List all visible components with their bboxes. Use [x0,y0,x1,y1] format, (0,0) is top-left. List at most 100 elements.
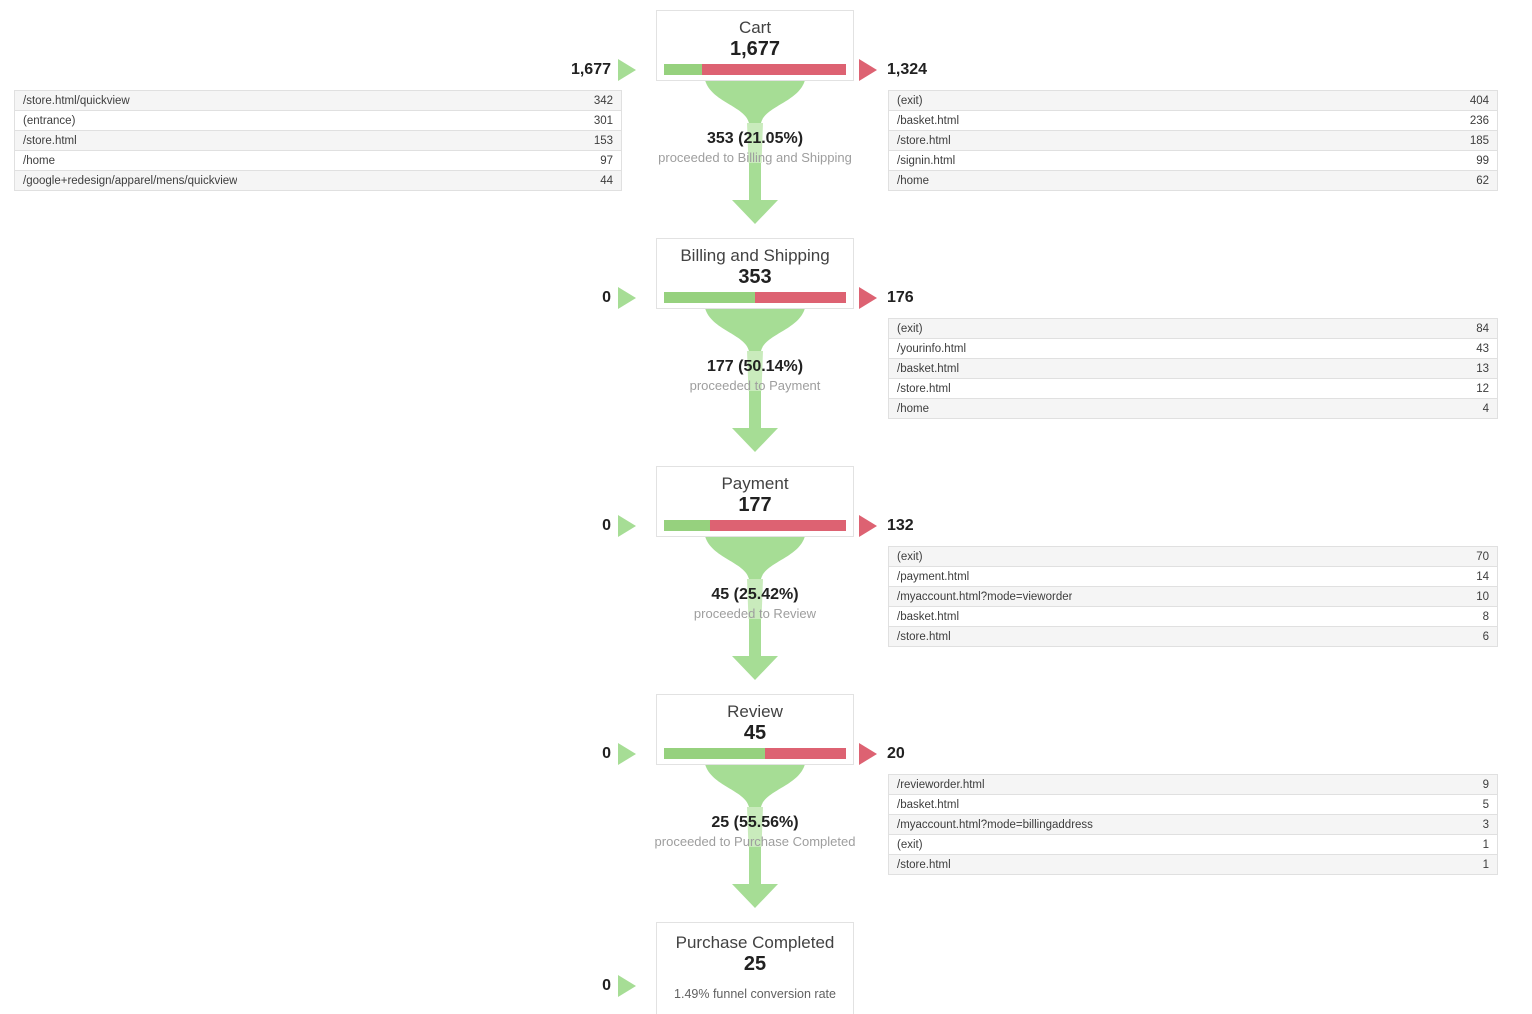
transition-label: 353 (21.05%) proceeded to Billing and Sh… [555,129,955,166]
table-row: /basket.html 5 [888,795,1498,815]
page-path: /yourinfo.html [897,342,967,355]
page-count: 6 [1482,630,1489,643]
stage-entered-group: 0 [420,743,636,765]
entered-count: 0 [602,289,611,306]
table-row: /store.html 1 [888,855,1498,875]
arrow-right-green-icon [618,515,636,537]
page-count: 13 [1476,362,1489,375]
stage-title: Purchase Completed [675,933,835,952]
page-path: /basket.html [897,798,959,811]
page-count: 97 [600,154,613,167]
arrow-right-green-icon [618,59,636,81]
table-row: /revieworder.html 9 [888,775,1498,795]
page-count: 43 [1476,342,1489,355]
transition-label: 25 (55.56%) proceeded to Purchase Comple… [555,813,955,850]
page-path: /store.html [897,858,951,871]
stage-value: 25 [743,953,767,975]
page-count: 99 [1476,154,1489,167]
table-row: /store.html 185 [888,131,1498,151]
page-path: /home [897,402,929,415]
transition-description: proceeded to Purchase Completed [654,834,856,849]
entered-count: 1,677 [570,61,611,78]
table-row: /store.html 153 [14,131,622,151]
stage-card-billing-and-shipping: Billing and Shipping 353 [656,238,854,309]
stage-value: 353 [738,266,772,288]
arrow-right-green-icon [618,287,636,309]
stage-exited-group: 176 [859,287,914,309]
table-row: (exit) 404 [888,91,1498,111]
page-path: /payment.html [897,570,970,583]
page-path: /store.html/quickview [23,94,130,107]
transition-count: 45 (25.42%) [711,586,799,603]
page-path: /store.html [897,134,951,147]
page-count: 5 [1482,798,1489,811]
transition-description: proceeded to Review [693,606,817,621]
stage-entered-group: 0 [420,287,636,309]
stage-exited-group: 1,324 [859,59,927,81]
stage-progress-bar [664,64,846,75]
page-count: 8 [1482,610,1489,623]
table-row: /yourinfo.html 43 [888,339,1498,359]
page-count: 3 [1482,818,1489,831]
arrow-right-red-icon [859,743,877,765]
table-row: /payment.html 14 [888,567,1498,587]
page-count: 84 [1476,322,1489,335]
table-row: /basket.html 13 [888,359,1498,379]
transition-description: proceeded to Billing and Shipping [658,150,852,165]
arrow-right-green-icon [618,975,636,997]
stage-progress-bar [664,520,846,531]
funnel-flow-arrow [705,308,805,452]
review-exit-pages-table: /revieworder.html 9 /basket.html 5 /myac… [888,774,1498,875]
transition-label: 45 (25.42%) proceeded to Review [555,585,955,622]
page-count: 4 [1482,402,1489,415]
stage-exited-group: 132 [859,515,914,537]
funnel-flow-arrow [705,536,805,680]
page-path: /home [23,154,55,167]
table-row: /myaccount.html?mode=vieworder 10 [888,587,1498,607]
transition-count: 25 (55.56%) [711,814,799,831]
page-path: /basket.html [897,114,959,127]
page-count: 236 [1469,114,1489,127]
exited-count: 20 [887,745,905,762]
stage-entered-group: 0 [420,515,636,537]
table-row: /home 97 [14,151,622,171]
table-row: (exit) 84 [888,319,1498,339]
arrow-right-red-icon [859,287,877,309]
table-row: (exit) 1 [888,835,1498,855]
page-path: (exit) [897,94,923,107]
page-path: /store.html [897,382,951,395]
stage-entered-group: 1,677 [420,59,636,81]
arrow-right-green-icon [618,743,636,765]
page-count: 1 [1482,858,1489,871]
table-row: /signin.html 99 [888,151,1498,171]
table-row: /home 4 [888,399,1498,419]
page-path: (exit) [897,322,923,335]
page-path: /myaccount.html?mode=billingaddress [897,818,1093,831]
stage-card-review: Review 45 [656,694,854,765]
arrow-right-red-icon [859,59,877,81]
page-count: 14 [1476,570,1489,583]
stage-progress-bar-continued [664,520,711,531]
page-path: /google+redesign/apparel/mens/quickview [23,174,238,187]
page-count: 70 [1476,550,1489,563]
stage-entered-group: 0 [420,975,636,997]
stage-progress-bar-continued [664,64,703,75]
exited-count: 132 [887,517,914,534]
table-row: (entrance) 301 [14,111,622,131]
transition-label: 177 (50.14%) proceeded to Payment [555,357,955,394]
stage-value: 45 [743,722,767,744]
page-count: 62 [1476,174,1489,187]
table-row: /myaccount.html?mode=billingaddress 3 [888,815,1498,835]
table-row: /store.html/quickview 342 [14,91,622,111]
page-count: 44 [600,174,613,187]
arrow-right-red-icon [859,515,877,537]
stage-card-payment: Payment 177 [656,466,854,537]
page-path: (exit) [897,838,923,851]
page-path: /store.html [897,630,951,643]
transition-description: proceeded to Payment [689,378,821,393]
transition-count: 353 (21.05%) [706,130,804,147]
table-row: /store.html 12 [888,379,1498,399]
page-count: 153 [593,134,613,147]
entered-count: 0 [602,745,611,762]
page-count: 10 [1476,590,1489,603]
